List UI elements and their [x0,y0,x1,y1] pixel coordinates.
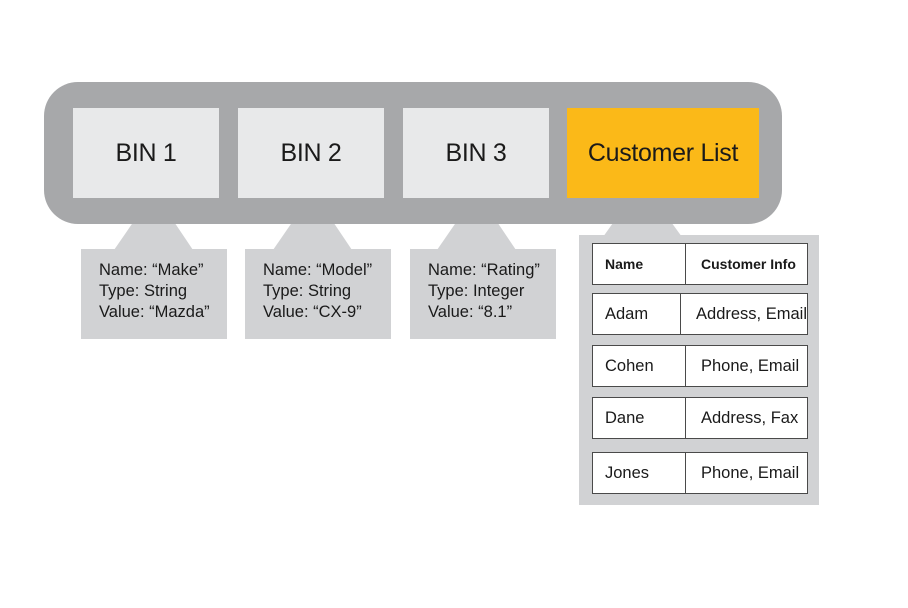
row-customer-info: Phone, Email [701,463,800,482]
customer-table-header: Name Customer Info [592,243,808,285]
row-customer-info: Phone, Email [701,356,800,375]
bin-2-name: Name: “Model” [263,261,373,279]
table-row: Cohen Phone, Email [592,345,808,387]
bin-2-label: BIN 2 [280,138,342,167]
bin-3: BIN 3 [403,108,549,198]
customer-list-label: Customer List [587,138,739,167]
row-name: Jones [593,453,686,493]
customer-list-bin: Customer List [567,108,759,198]
table-row: Adam Address, Email [592,293,808,335]
bin-1-info: Name: “Make” Type: String Value: “Mazda” [81,249,227,339]
bin-3-type: Type: Integer [428,282,525,300]
row-name: Adam [593,294,682,334]
bin-3-name: Name: “Rating” [428,261,540,279]
bin-2-info: Name: “Model” Type: String Value: “CX-9” [245,249,391,339]
bin-1-type: Type: String [99,282,188,300]
bin-3-value: Value: “8.1” [428,303,513,321]
table-row: Jones Phone, Email [592,452,808,494]
bin-1-value: Value: “Mazda” [99,303,210,321]
bin-1-name: Name: “Make” [99,261,204,279]
bin-3-label: BIN 3 [445,138,507,167]
row-name: Cohen [593,346,686,386]
bin-2-type: Type: String [263,282,352,300]
bin-2-value: Value: “CX-9” [263,303,362,321]
bin-3-info: Name: “Rating” Type: Integer Value: “8.1… [410,249,556,339]
row-customer-info: Address, Email [696,304,807,323]
bin-1-label: BIN 1 [115,138,177,167]
bin-2: BIN 2 [238,108,384,198]
row-customer-info: Address, Fax [701,408,799,427]
table-row: Dane Address, Fax [592,397,808,439]
header-name: Name [593,244,686,284]
bin-1: BIN 1 [73,108,219,198]
header-customer-info: Customer Info [701,256,796,272]
row-name: Dane [593,398,686,438]
